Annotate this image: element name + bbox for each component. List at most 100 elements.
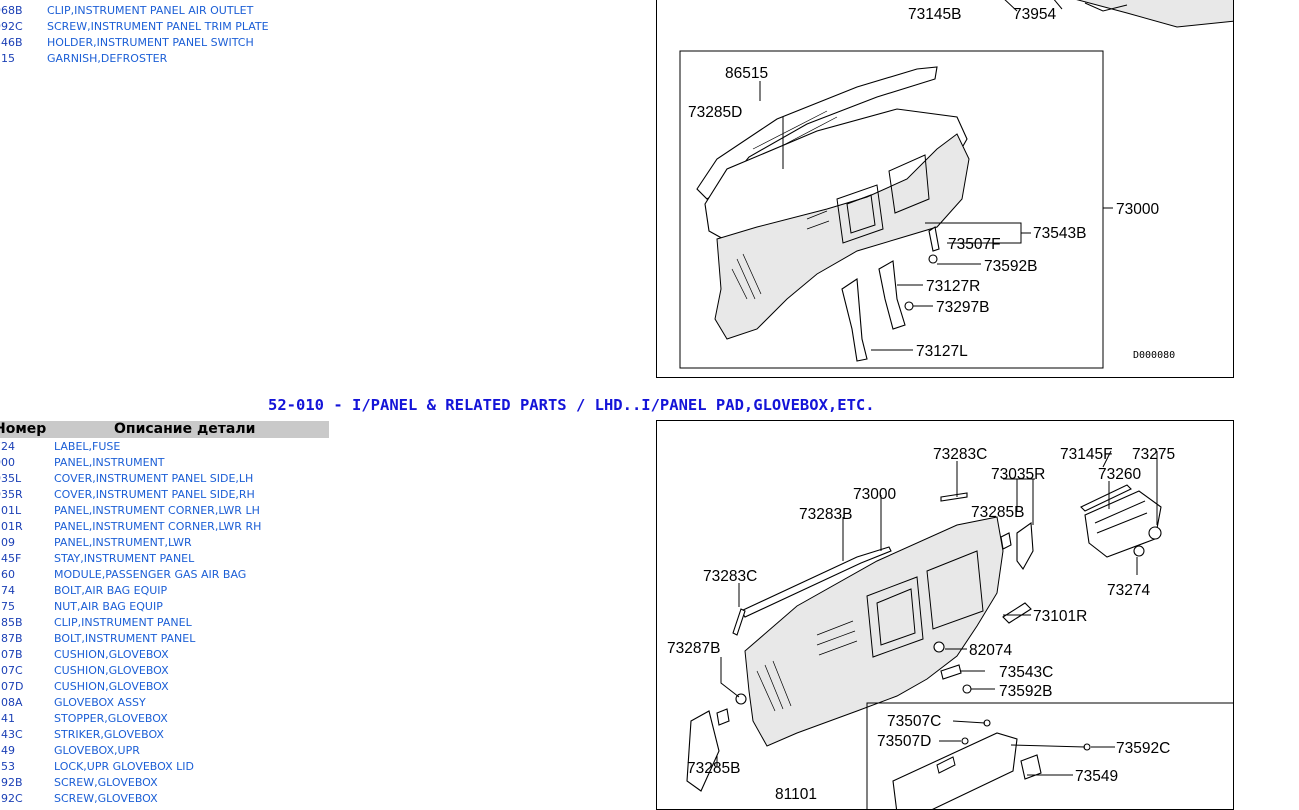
part-number: 145F [0, 552, 22, 565]
part-description-link[interactable]: SCREW,GLOVEBOX [54, 792, 158, 805]
striker-73543C [940, 664, 962, 680]
part-description-link[interactable]: BOLT,INSTRUMENT PANEL [54, 632, 196, 645]
strip-73283B [740, 546, 892, 618]
nut-73275 [1148, 526, 1162, 540]
side-cover-rh [1016, 521, 1034, 571]
label-73127L[interactable]: 73127L [916, 343, 968, 360]
part-number: 285B [0, 616, 23, 629]
screw-73592B [962, 684, 972, 694]
part-number: 992C [0, 20, 23, 33]
strip-73283C-b [732, 608, 746, 636]
glovebox-opening [888, 154, 930, 214]
part-number: 507D [0, 680, 24, 693]
air-bag-detail [1094, 500, 1148, 534]
part-number: 553 [0, 760, 15, 773]
label-82074[interactable]: 82074 [969, 642, 1012, 659]
part-description-link[interactable]: SCREW,GLOVEBOX [54, 776, 158, 789]
label-73507C[interactable]: 73507C [887, 713, 941, 730]
part-description-link[interactable]: CLIP,INSTRUMENT PANEL AIR OUTLET [47, 4, 254, 17]
label-86515[interactable]: 86515 [725, 65, 768, 82]
label-73101R[interactable]: 73101R [1033, 608, 1087, 625]
label-73274[interactable]: 73274 [1107, 582, 1150, 599]
label-73592C[interactable]: 73592C [1116, 740, 1170, 757]
part-description-link[interactable]: PANEL,INSTRUMENT [54, 456, 165, 469]
part-number: 515 [0, 52, 15, 65]
part-number: 724 [0, 440, 15, 453]
side-cover-lh [686, 710, 720, 792]
part-description-link[interactable]: HOLDER,INSTRUMENT PANEL SWITCH [47, 36, 254, 49]
parts-diagram-top[interactable]: 73145B 73954 86515 73285D 73000 73507F 7… [656, 0, 1234, 378]
label-73285B-a[interactable]: 73285B [971, 504, 1024, 521]
bracket-lh-shape [841, 278, 868, 362]
label-73297B[interactable]: 73297B [936, 299, 989, 316]
label-73145F[interactable]: 73145F [1060, 446, 1113, 463]
part-description-link[interactable]: NUT,AIR BAG EQUIP [54, 600, 163, 613]
label-73507D[interactable]: 73507D [877, 733, 931, 750]
part-description-link[interactable]: STRIKER,GLOVEBOX [54, 728, 164, 741]
part-number: 346B [0, 36, 23, 49]
label-73275[interactable]: 73275 [1132, 446, 1175, 463]
part-number: 541 [0, 712, 15, 725]
leader-73592C [1010, 744, 1115, 748]
label-73285B-b[interactable]: 73285B [687, 760, 740, 777]
label-73954[interactable]: 73954 [1013, 6, 1056, 23]
part-description-link[interactable]: LABEL,FUSE [54, 440, 121, 453]
part-description-link[interactable]: PANEL,INSTRUMENT CORNER,LWR LH [54, 504, 260, 517]
part-description-link[interactable]: GLOVEBOX ASSY [54, 696, 146, 709]
part-description-link[interactable]: PANEL,INSTRUMENT CORNER,LWR RH [54, 520, 262, 533]
part-description-link[interactable]: GARNISH,DEFROSTER [47, 52, 168, 65]
label-73507F[interactable]: 73507F [948, 236, 1001, 253]
label-81101[interactable]: 81101 [775, 786, 817, 803]
label-73035R[interactable]: 73035R [991, 466, 1045, 483]
glovebox-upr-part [1020, 754, 1042, 780]
label-73543C[interactable]: 73543C [999, 664, 1053, 681]
part-description-link[interactable]: MODULE,PASSENGER GAS AIR BAG [54, 568, 247, 581]
section-title[interactable]: 52-010 - I/PANEL & RELATED PARTS / LHD..… [268, 396, 875, 414]
label-73592B[interactable]: 73592B [984, 258, 1037, 275]
part-description-link[interactable]: SCREW,INSTRUMENT PANEL TRIM PLATE [47, 20, 269, 33]
label-73127R[interactable]: 73127R [926, 278, 980, 295]
part-description-link[interactable]: LOCK,UPR GLOVEBOX LID [54, 760, 194, 773]
cushion-73507D [961, 737, 969, 745]
label-73260[interactable]: 73260 [1098, 466, 1141, 483]
inner-frame [679, 50, 1104, 369]
part-description-link[interactable]: PANEL,INSTRUMENT,LWR [54, 536, 192, 549]
part-number: 035R [0, 488, 23, 501]
part-number: 000 [0, 456, 15, 469]
part-description-link[interactable]: CUSHION,GLOVEBOX [54, 680, 169, 693]
part-description-link[interactable]: COVER,INSTRUMENT PANEL SIDE,LH [54, 472, 254, 485]
fastener-shape-b [928, 254, 938, 264]
part-number: 101L [0, 504, 22, 517]
part-description-link[interactable]: GLOVEBOX,UPR [54, 744, 140, 757]
header-part-number: Номер [0, 421, 47, 437]
part-description-link[interactable]: BOLT,AIR BAG EQUIP [54, 584, 168, 597]
label-73283C-a[interactable]: 73283C [933, 446, 987, 463]
label-73000[interactable]: 73000 [1116, 201, 1159, 218]
part-number: 549 [0, 744, 15, 757]
label-73283C-b[interactable]: 73283C [703, 568, 757, 585]
part-description-link[interactable]: CUSHION,GLOVEBOX [54, 664, 169, 677]
label-73283B[interactable]: 73283B [799, 506, 852, 523]
part-number: 543C [0, 728, 23, 741]
fastener-shape-a [928, 226, 940, 252]
part-description-link[interactable]: CUSHION,GLOVEBOX [54, 648, 169, 661]
part-number: 592B [0, 776, 23, 789]
glovebox-assy-shape [892, 732, 1018, 809]
parts-diagram-bottom[interactable]: 73283C 73145F 73275 73035R 73260 73000 7… [656, 420, 1234, 810]
label-73145B[interactable]: 73145B [908, 6, 961, 23]
label-73592B[interactable]: 73592B [999, 683, 1052, 700]
part-number: 275 [0, 600, 15, 613]
label-73543B[interactable]: 73543B [1033, 225, 1086, 242]
center-hatch [806, 210, 830, 230]
label-73285D[interactable]: 73285D [688, 104, 742, 121]
label-73000[interactable]: 73000 [853, 486, 896, 503]
part-description-link[interactable]: CLIP,INSTRUMENT PANEL [54, 616, 192, 629]
part-description-link[interactable]: STAY,INSTRUMENT PANEL [54, 552, 195, 565]
part-description-link[interactable]: STOPPER,GLOVEBOX [54, 712, 168, 725]
label-73287B[interactable]: 73287B [667, 640, 720, 657]
top-partial-leaders [1004, 0, 1063, 12]
diagram-bottom-drawing: 73283C 73145F 73275 73035R 73260 73000 7… [667, 446, 1233, 809]
part-description-link[interactable]: COVER,INSTRUMENT PANEL SIDE,RH [54, 488, 255, 501]
part-number: 968B [0, 4, 23, 17]
label-73549[interactable]: 73549 [1075, 768, 1118, 785]
